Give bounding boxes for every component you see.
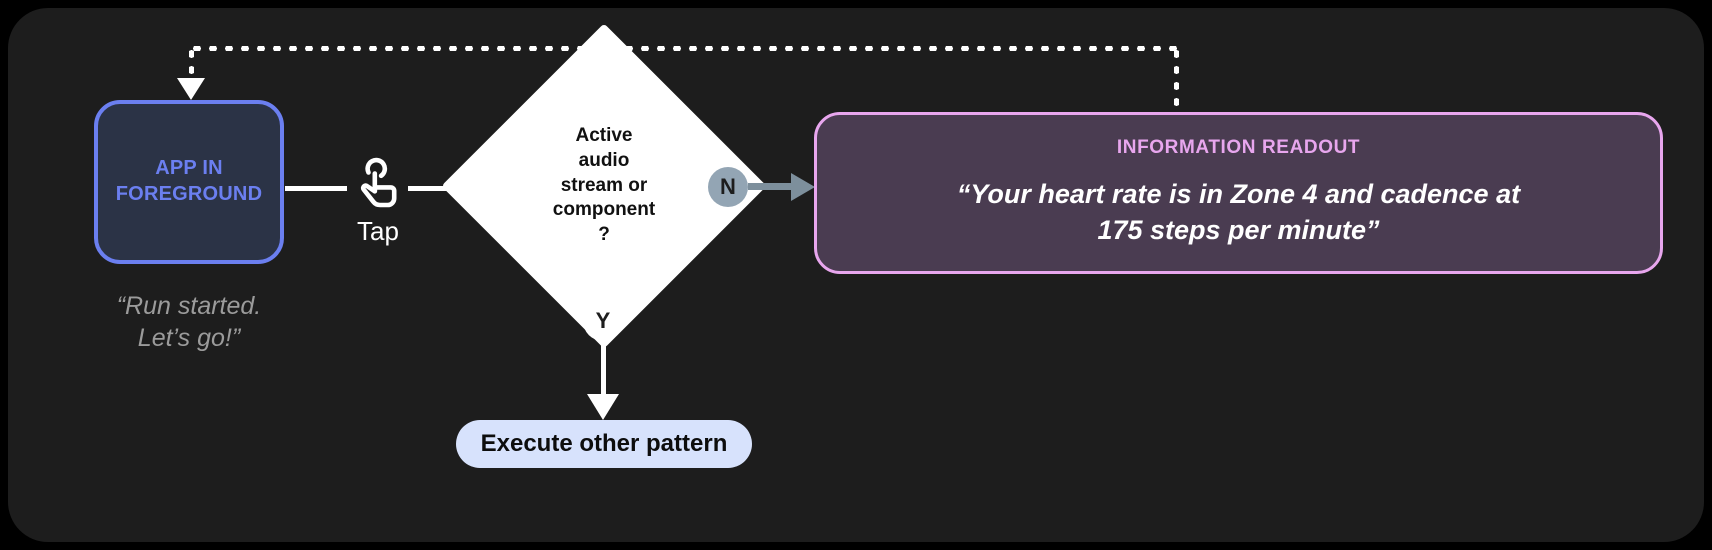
app-node-caption: “Run started. Let’s go!”	[68, 290, 310, 354]
app-label-line-1: APP IN	[155, 157, 223, 180]
readout-body-line-1: “Your heart rate is in Zone 4 and cadenc…	[956, 179, 1521, 210]
decision-line-5: ?	[598, 224, 610, 246]
diagram-canvas: APP IN FOREGROUND “Run started. Let’s go…	[8, 8, 1704, 542]
decision-line-4: component	[552, 199, 656, 221]
connector-app-to-tap	[285, 186, 347, 191]
app-label-line-2: FOREGROUND	[115, 183, 263, 205]
tap-gesture-icon	[348, 156, 406, 216]
feedback-loop-arrowhead	[177, 78, 205, 100]
feedback-loop-left-segment	[189, 46, 194, 82]
app-caption-line-2: Let’s go!”	[137, 324, 241, 352]
node-app-in-foreground[interactable]: APP IN FOREGROUND	[94, 100, 284, 264]
feedback-loop-right-segment	[1174, 46, 1179, 116]
feedback-loop-top-segment	[189, 46, 1179, 51]
connector-no-branch	[748, 183, 796, 190]
readout-body-line-2: 175 steps per minute”	[1097, 215, 1380, 245]
tap-gesture-label: Tap	[357, 216, 399, 246]
node-information-readout[interactable]: INFORMATION READOUT “Your heart rate is …	[814, 112, 1663, 274]
decision-line-3: stream or	[560, 174, 648, 196]
information-readout-body: “Your heart rate is in Zone 4 and cadenc…	[859, 177, 1619, 248]
decision-line-1: Active	[575, 125, 633, 147]
connector-no-branch-arrowhead	[791, 173, 815, 201]
connector-yes-branch-arrowhead	[587, 394, 619, 420]
node-decision-active-audio[interactable]: Active audio stream or component ?	[441, 23, 767, 349]
node-execute-other-pattern[interactable]: Execute other pattern	[456, 420, 752, 468]
app-caption-line-1: “Run started.	[116, 292, 262, 320]
node-app-in-foreground-label: APP IN FOREGROUND	[116, 156, 262, 207]
decision-diamond-label: Active audio stream or component ?	[523, 121, 685, 251]
information-readout-title: INFORMATION READOUT	[1116, 137, 1361, 159]
branch-badge-no: N	[708, 167, 748, 207]
connector-yes-branch	[601, 338, 606, 400]
decision-line-2: audio	[578, 149, 630, 171]
branch-badge-yes: Y	[583, 301, 623, 341]
